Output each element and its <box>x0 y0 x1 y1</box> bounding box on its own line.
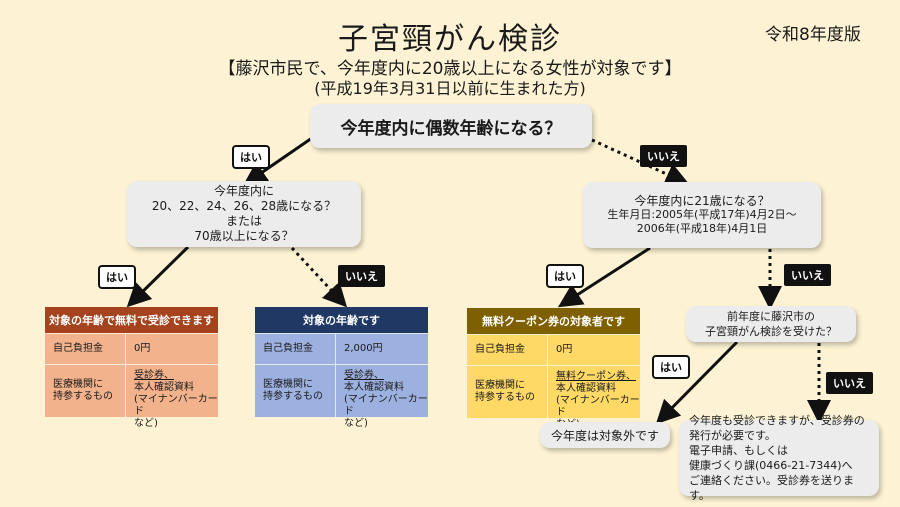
question-line: 子宮頸がん検診を受けた？ <box>705 325 837 338</box>
label-yes: はい <box>232 145 270 169</box>
bring-item: など) <box>134 418 158 429</box>
question-line: 前年度に藤沢市の <box>727 310 815 323</box>
result-card-2000yen: 対象の年齢です 自己負担金 2,000円 医療機関に 持参するもの 受診券、 本… <box>255 307 428 429</box>
bring-label: 医療機関に <box>475 380 525 391</box>
question-age-21: 今年度内に21歳になる？ 生年月日:2005年(平成17年)4月2日～ 2006… <box>583 182 821 248</box>
card-body: 自己負担金 0円 医療機関に 持参するもの 受診券、 本人確認資料 (マイナンバ… <box>45 333 218 429</box>
bring-item: 受診券、 <box>134 370 174 381</box>
fee-value: 0円 <box>134 343 151 354</box>
label-yes: はい <box>98 265 136 289</box>
result-not-eligible: 今年度は対象外です <box>540 422 670 448</box>
bring-label: 持参するもの <box>263 391 323 402</box>
fee-value: 2,000円 <box>344 343 383 354</box>
bring-item: 本人確認資料 <box>344 382 404 393</box>
label-no: いいえ <box>784 264 831 286</box>
card-heading: 無料クーポン券の対象者です <box>467 308 640 334</box>
question-target-age: 今年度内に 20、22、24、26、28歳になる？ または 70歳以上になる？ <box>127 181 361 247</box>
label-no: いいえ <box>826 372 873 394</box>
bring-item: (マイナンバーカード <box>556 395 640 418</box>
bring-item: 本人確認資料 <box>134 382 194 393</box>
card-body: 自己負担金 0円 医療機関に 持参するもの 無料クーポン券、 本人確認資料 (マ… <box>467 334 640 430</box>
question-line: 今年度内に21歳になる？ <box>634 194 770 208</box>
bring-item: (マイナンバーカード <box>134 394 218 417</box>
result-card-coupon: 無料クーポン券の対象者です 自己負担金 0円 医療機関に 持参するもの 無料クー… <box>467 308 640 430</box>
question-previous-year: 前年度に藤沢市の 子宮頸がん検診を受けた？ <box>686 306 856 342</box>
page-title: 子宮頸がん検診 <box>338 22 562 57</box>
label-yes: はい <box>652 355 690 379</box>
page-subtitle: 【藤沢市民で、今年度内に20歳以上になる女性が対象です】 <box>218 59 682 79</box>
fee-value: 0円 <box>556 344 573 355</box>
note-line: 健康づくり課(0466-21-7344)へ <box>689 459 853 472</box>
bring-label: 医療機関に <box>263 379 313 390</box>
bring-item: 受診券、 <box>344 370 384 381</box>
question-line: 70歳以上になる？ <box>194 229 294 243</box>
bring-label: 持参するもの <box>53 391 113 402</box>
page-subtitle-birthdate: (平成19年3月31日以前に生まれた方) <box>314 79 586 98</box>
card-heading: 対象の年齢です <box>255 307 428 333</box>
bring-item: (マイナンバーカード <box>344 394 428 417</box>
bring-item: 無料クーポン券、 <box>556 371 636 382</box>
note-line: 今年度も受診できますが、受診券の <box>689 414 865 427</box>
label-no: いいえ <box>640 145 687 167</box>
fee-label: 自己負担金 <box>467 335 548 365</box>
result-need-ticket: 今年度も受診できますが、受診券の 発行が必要です。 電子申請、もしくは 健康づく… <box>679 414 879 502</box>
question-text: 今年度内に偶数年齢になる？ <box>340 118 562 139</box>
result-text: 今年度は対象外です <box>550 428 659 443</box>
label-yes: はい <box>546 264 584 288</box>
note-line: 電子申請、もしくは <box>689 444 788 457</box>
question-line: 生年月日:2005年(平成17年)4月2日～ <box>607 208 797 221</box>
fee-label: 自己負担金 <box>255 334 336 364</box>
result-card-free: 対象の年齢で無料で受診できます 自己負担金 0円 医療機関に 持参するもの 受診… <box>45 307 218 429</box>
note-line: 発行が必要です。 <box>689 429 776 442</box>
card-body: 自己負担金 2,000円 医療機関に 持参するもの 受診券、 本人確認資料 (マ… <box>255 333 428 429</box>
note-line: ご連絡ください。受診券を送ります。 <box>689 474 854 502</box>
question-line: または <box>225 214 262 228</box>
question-line: 今年度内に <box>213 184 274 198</box>
bring-label: 持参するもの <box>475 392 535 403</box>
edition-label: 令和8年度版 <box>765 25 861 45</box>
question-line: 2006年(平成18年)4月1日 <box>636 222 768 235</box>
bring-label: 医療機関に <box>53 379 103 390</box>
bring-item: 本人確認資料 <box>556 383 616 394</box>
card-heading: 対象の年齢で無料で受診できます <box>45 307 218 333</box>
question-line: 20、22、24、26、28歳になる？ <box>151 199 337 213</box>
fee-label: 自己負担金 <box>45 334 126 364</box>
question-even-age: 今年度内に偶数年齢になる？ <box>310 104 592 148</box>
bring-item: など) <box>344 418 368 429</box>
label-no: いいえ <box>338 265 385 287</box>
